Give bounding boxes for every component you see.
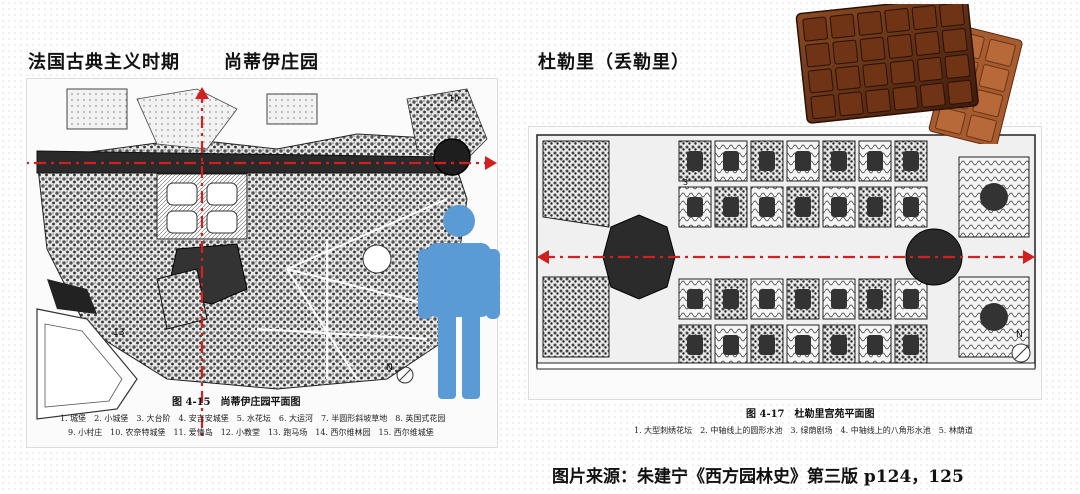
parterre-block: [678, 140, 712, 182]
chocolate-square: [810, 94, 837, 120]
plan-number: 10: [449, 94, 459, 103]
plan-number: 13: [113, 328, 124, 338]
period-heading: 法国古典主义时期: [28, 52, 180, 73]
chocolate-square: [941, 28, 968, 54]
chocolate-square: [837, 91, 864, 117]
chocolate-square: [947, 79, 973, 105]
chocolate-square: [865, 88, 891, 114]
parterre-center: [723, 335, 739, 355]
chocolate-square: [892, 85, 919, 111]
chocolate-square: [832, 39, 859, 65]
parterre-center: [867, 151, 883, 171]
parterre-center: [903, 151, 919, 171]
tuileries-heading: 杜勒里（丢勒里）: [538, 52, 690, 73]
chocolate-square: [802, 16, 829, 42]
chantilly-plan-drawing: 10 13 N: [7, 87, 497, 439]
chocolate-square: [807, 68, 834, 94]
parterre-center: [687, 335, 703, 355]
source-citation: 图片来源：朱建宁《西方园林史》第三版 p124，125: [552, 467, 964, 487]
parterre-center: [831, 197, 847, 217]
chantilly-heading: 尚蒂伊庄园: [224, 52, 319, 73]
chocolate-square: [911, 5, 938, 31]
chantilly-caption: 图 4-15 尚蒂伊庄园平面图: [172, 397, 301, 408]
chocolate-square: [829, 13, 856, 39]
parterre-center: [903, 197, 919, 217]
parterre-center: [831, 335, 847, 355]
chocolate-square: [939, 4, 965, 28]
parterre-center: [795, 289, 811, 309]
chocolate-square: [859, 36, 886, 62]
parterre-center: [903, 335, 919, 355]
tuileries-caption: 图 4-17 杜勒里宫苑平面图: [746, 409, 875, 420]
parterre-center: [831, 289, 847, 309]
parterre-center: [903, 289, 919, 309]
tuileries-plan-drawing: 3 N: [536, 134, 1036, 370]
svg-text:N: N: [386, 363, 393, 373]
parterre-center: [759, 289, 775, 309]
north-arrow-icon: N: [386, 363, 414, 384]
parterre-center: [867, 289, 883, 309]
parterre-center: [759, 151, 775, 171]
chantilly-legend-line1: 1. 城堡 2. 小城堡 3. 大台阶 4. 安吉安城堡 5. 水花坛 6. 大…: [60, 414, 446, 423]
parterre-center: [795, 197, 811, 217]
chocolate-square: [835, 65, 861, 91]
tuileries-plan: 3 N: [528, 126, 1042, 400]
chocolate-square: [889, 59, 916, 85]
parterre-block: [678, 186, 712, 228]
parterre-center: [723, 151, 739, 171]
tuileries-legend-line1: 1. 大型刺绣花坛 2. 中轴线上的圆形水池 3. 绿荫剧场 4. 中轴线上的八…: [634, 426, 973, 435]
parterre-block: [786, 186, 820, 228]
parterre-center: [867, 335, 883, 355]
chocolate-square: [919, 82, 946, 108]
chocolate-square: [862, 62, 889, 88]
chocolate-square: [944, 53, 971, 79]
parterre-center: [759, 335, 775, 355]
parterre-center: [867, 197, 883, 217]
parterre-center: [687, 151, 703, 171]
chocolate-square: [914, 30, 941, 56]
parterre-center: [795, 151, 811, 171]
parterre-block: [678, 278, 712, 320]
chocolate-square: [805, 42, 831, 68]
chantilly-legend-line2: 9. 小村庄 10. 农奈特城堡 11. 爱情岛 12. 小教堂 13. 跑马场…: [68, 428, 434, 437]
chocolate-square: [917, 56, 943, 82]
axis-arrows: [9, 91, 493, 439]
parterre-center: [795, 335, 811, 355]
chocolate-bar-icon: [795, 4, 1023, 144]
human-figure-icon: [418, 205, 500, 399]
chocolate-square: [887, 33, 913, 59]
chocolate-square: [856, 10, 883, 36]
parterre-center: [723, 289, 739, 309]
parterre-center: [687, 289, 703, 309]
parterre-center: [759, 197, 775, 217]
svg-text:N: N: [1016, 330, 1023, 340]
chocolate-square: [884, 8, 911, 33]
parterre-center: [687, 197, 703, 217]
parterre-center: [723, 197, 739, 217]
parterre-block: [822, 278, 856, 320]
plan-number: 3: [683, 178, 688, 187]
north-arrow-icon: N: [1011, 330, 1031, 363]
parterre-center: [831, 151, 847, 171]
